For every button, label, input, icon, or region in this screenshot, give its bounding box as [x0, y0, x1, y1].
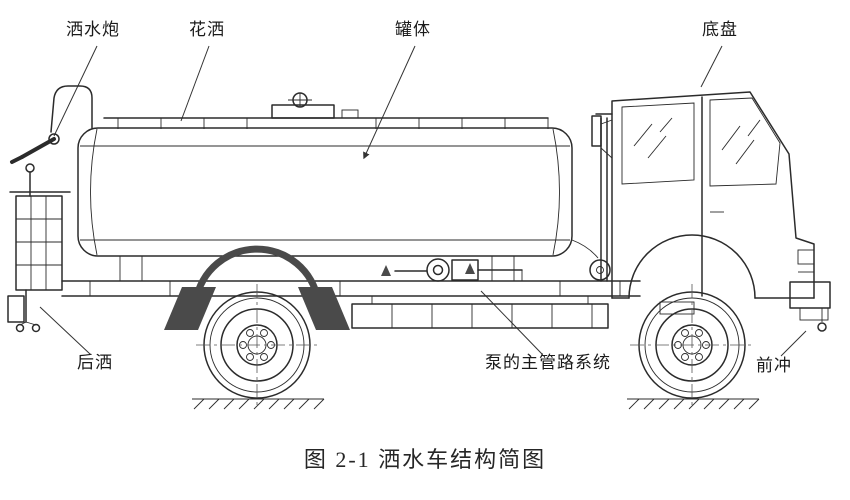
label-chassis: 底盘	[702, 20, 738, 39]
label-front-flush: 前冲	[756, 356, 792, 375]
figure-caption: 图 2-1 洒水车结构简图	[303, 447, 547, 472]
rear-fender	[164, 245, 350, 330]
ground-hatching	[192, 398, 760, 410]
rear-spray-nozzles	[15, 289, 41, 333]
cab	[571, 91, 815, 315]
label-water-cannon: 洒水炮	[66, 20, 120, 39]
tank-body	[77, 92, 573, 257]
water-cannon-assembly	[7, 85, 93, 323]
wheel-centerlines	[196, 284, 754, 407]
label-pump-pipeline: 泵的主管路系统	[485, 353, 611, 372]
leader-lines	[39, 45, 807, 357]
label-tank: 罐体	[395, 20, 431, 39]
pump-pipeline	[381, 258, 523, 282]
front-bumper	[789, 281, 831, 332]
label-shower-sprinkler: 花洒	[189, 20, 225, 39]
chassis-frame	[61, 256, 641, 329]
label-rear-spray: 后洒	[77, 353, 113, 372]
